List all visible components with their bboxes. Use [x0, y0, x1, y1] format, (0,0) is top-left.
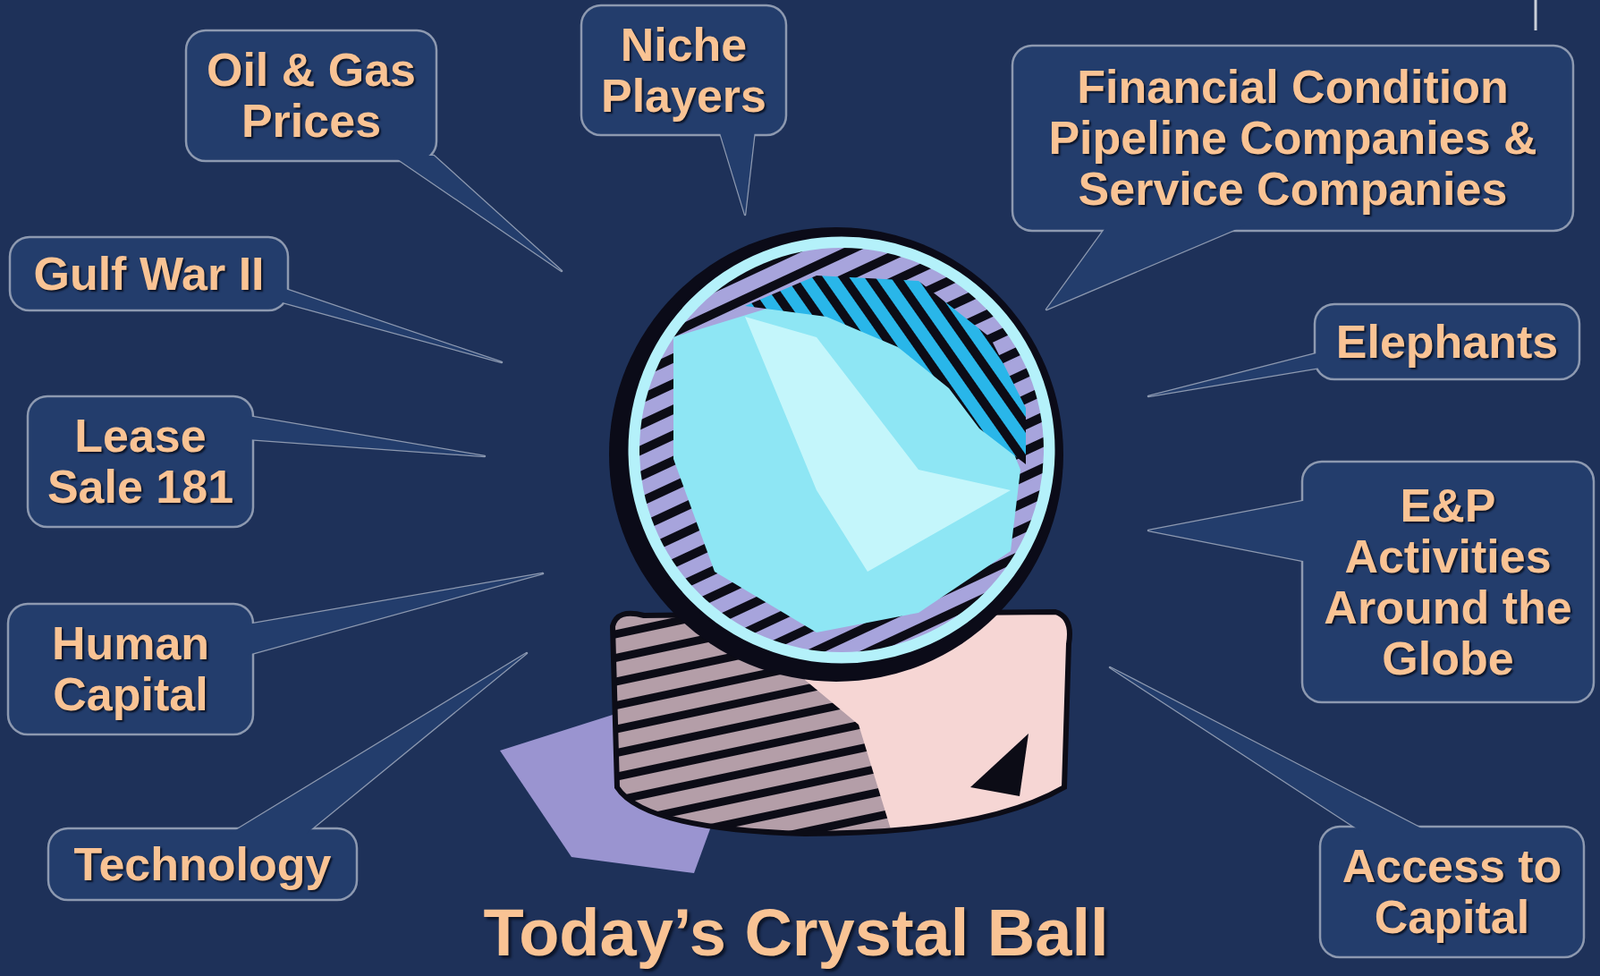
callout-bubble: Access to Capital [1320, 826, 1584, 957]
callout-pointer [1148, 352, 1321, 397]
callout-pointer-fill [719, 129, 755, 215]
callout-text: Human Capital [16, 617, 245, 720]
callout-bubble: Gulf War II [9, 237, 288, 311]
ball-rim-dark [609, 227, 1064, 682]
ball-glass [639, 247, 1044, 652]
callout-outline [48, 828, 357, 900]
callout-pointer-fill [1109, 667, 1429, 832]
callout-text: Niche Players [590, 19, 778, 122]
callout-text: Technology [74, 838, 332, 890]
callout-pointer [719, 129, 755, 215]
callout-pointer [229, 652, 527, 834]
ball-outline [626, 235, 1057, 665]
callout-outline [581, 5, 787, 136]
callout-bubble: Financial Condition Pipeline Companies &… [1012, 45, 1574, 231]
callout-text: Gulf War II [33, 248, 264, 300]
callout-pointer-fill [247, 415, 485, 457]
callout-outline [27, 396, 254, 527]
callout-pointer-fill [282, 287, 502, 363]
callout-outline [186, 30, 437, 161]
callout-bubble: E&P Activities Around the Globe [1302, 461, 1594, 703]
callout-pointer [247, 573, 543, 655]
callout-bubble: Niche Players [581, 5, 787, 136]
callout-bubble: Lease Sale 181 [27, 396, 254, 527]
callout-pointer-fill [1148, 499, 1308, 562]
callout-outline [1320, 826, 1584, 957]
callout-text: Elephants [1336, 316, 1559, 368]
callout-text: Lease Sale 181 [36, 410, 245, 513]
callout-pointer-fill [1148, 352, 1321, 397]
callout-pointer-fill [392, 155, 562, 271]
callout-pointer [1109, 667, 1429, 832]
callout-outline [1302, 461, 1594, 703]
callout-pointer [282, 287, 502, 363]
callout-outline [9, 237, 288, 311]
ball-rim [626, 235, 1057, 665]
callout-text: Oil & Gas Prices [194, 44, 428, 147]
callout-pointer [1148, 499, 1308, 562]
callout-outline [1314, 304, 1580, 380]
slide-title: Today’s Crystal Ball [0, 894, 1592, 971]
callout-pointer-fill [229, 652, 527, 834]
callout-outline [1012, 45, 1574, 231]
callout-pointer-fill [1046, 225, 1245, 310]
callout-outline [8, 603, 254, 735]
callout-pointer [1046, 225, 1245, 310]
callout-pointer-fill [247, 573, 543, 655]
crystal-ball [609, 227, 1064, 682]
callout-text: Financial Condition Pipeline Companies &… [1025, 61, 1560, 215]
stand-mark [970, 733, 1029, 796]
ball-highlight [744, 316, 1011, 572]
callout-bubble: Technology [48, 828, 357, 900]
callout-bubble: Elephants [1314, 304, 1580, 380]
corner-rule [1534, 0, 1538, 31]
callout-pointer [247, 415, 485, 457]
callout-bubble: Oil & Gas Prices [186, 30, 437, 161]
callout-text: Access to Capital [1329, 840, 1575, 943]
callout-pointer [392, 155, 562, 271]
callout-bubble: Human Capital [8, 603, 254, 735]
callout-text: E&P Activities Around the Globe [1311, 480, 1585, 685]
